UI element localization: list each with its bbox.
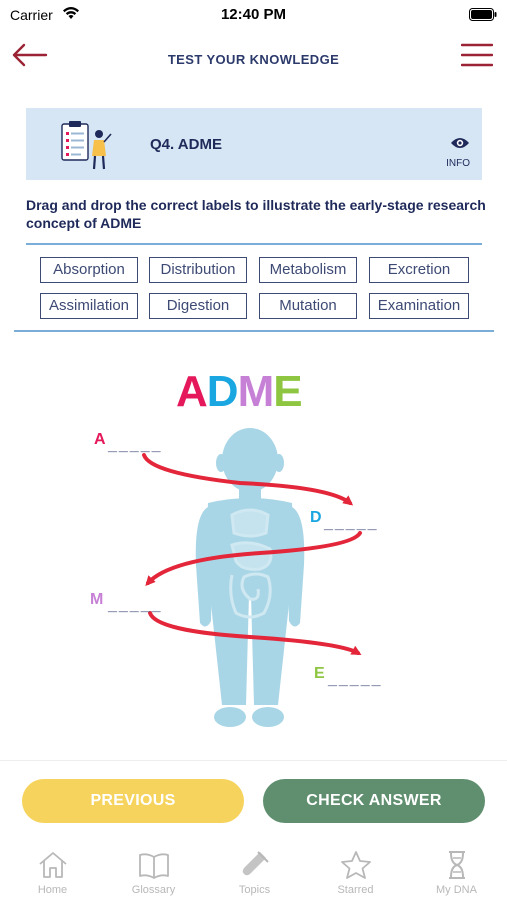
drop-target-e[interactable]: _____ [328,671,383,688]
slot-letter-d: D [310,509,322,526]
info-label[interactable]: INFO [446,158,470,169]
adme-title: ADME [176,367,303,417]
dna-icon [448,851,465,879]
question-title: Q4. ADME [150,136,222,153]
nav-header: TEST YOUR KNOWLEDGE [0,38,507,82]
carrier-label: Carrier [10,7,53,23]
divider [14,330,494,332]
wifi-icon [63,7,79,19]
label-digestion[interactable]: Digestion [149,293,247,319]
tab-starred[interactable]: Starred [305,850,406,896]
adme-title-letter-d: D [206,367,239,416]
hamburger-menu-icon[interactable] [461,42,493,68]
test-tube-icon [242,851,269,876]
tab-label: Topics [238,884,271,896]
slot-letter-a: A [94,431,106,448]
action-bar: PREVIOUS CHECK ANSWER [0,760,507,840]
star-icon [340,851,371,879]
adme-title-letter-a: A [176,367,208,416]
label-excretion[interactable]: Excretion [369,257,469,283]
check-answer-button[interactable]: CHECK ANSWER [263,779,485,823]
tab-label: Home [37,884,68,896]
clock: 12:40 PM [220,6,287,23]
tab-home[interactable]: Home [2,850,103,896]
home-icon [38,852,67,878]
question-instruction: Drag and drop the correct labels to illu… [26,197,486,231]
battery-icon [469,8,497,21]
status-bar: Carrier 12:40 PM [0,0,507,30]
label-assimilation[interactable]: Assimilation [40,293,138,319]
clipboard-checklist-icon [61,121,112,170]
slot-letter-e: E [314,665,325,682]
label-absorption[interactable]: Absorption [40,257,138,283]
tab-label: My DNA [436,884,477,896]
child-body-illustration [142,428,362,727]
previous-button[interactable]: PREVIOUS [22,779,244,823]
adme-title-letter-e: E [273,367,302,416]
label-metabolism[interactable]: Metabolism [259,257,357,283]
divider [26,243,482,245]
slot-letter-m: M [90,591,104,608]
eye-icon[interactable] [450,136,470,150]
adme-diagram: ADME [60,355,460,745]
drop-target-m[interactable]: _____ [108,597,163,614]
label-mutation[interactable]: Mutation [259,293,357,319]
bottom-tab-bar: Home Glossary Topics Starred My DNA [0,840,507,900]
page-title: TEST YOUR KNOWLEDGE [167,52,340,67]
adme-title-letter-m: M [237,367,275,416]
tab-my-dna[interactable]: My DNA [406,850,507,896]
tab-topics[interactable]: Topics [204,850,305,896]
label-examination[interactable]: Examination [369,293,469,319]
question-header-card: Q4. ADME INFO [26,108,482,180]
back-arrow-icon[interactable] [10,42,48,68]
tab-label: Starred [337,884,374,896]
tab-glossary[interactable]: Glossary [103,850,204,896]
label-distribution[interactable]: Distribution [149,257,247,283]
drop-target-a[interactable]: _____ [108,437,163,454]
tab-label: Glossary [131,884,176,896]
book-icon [138,853,169,879]
drop-target-d[interactable]: _____ [324,515,379,532]
